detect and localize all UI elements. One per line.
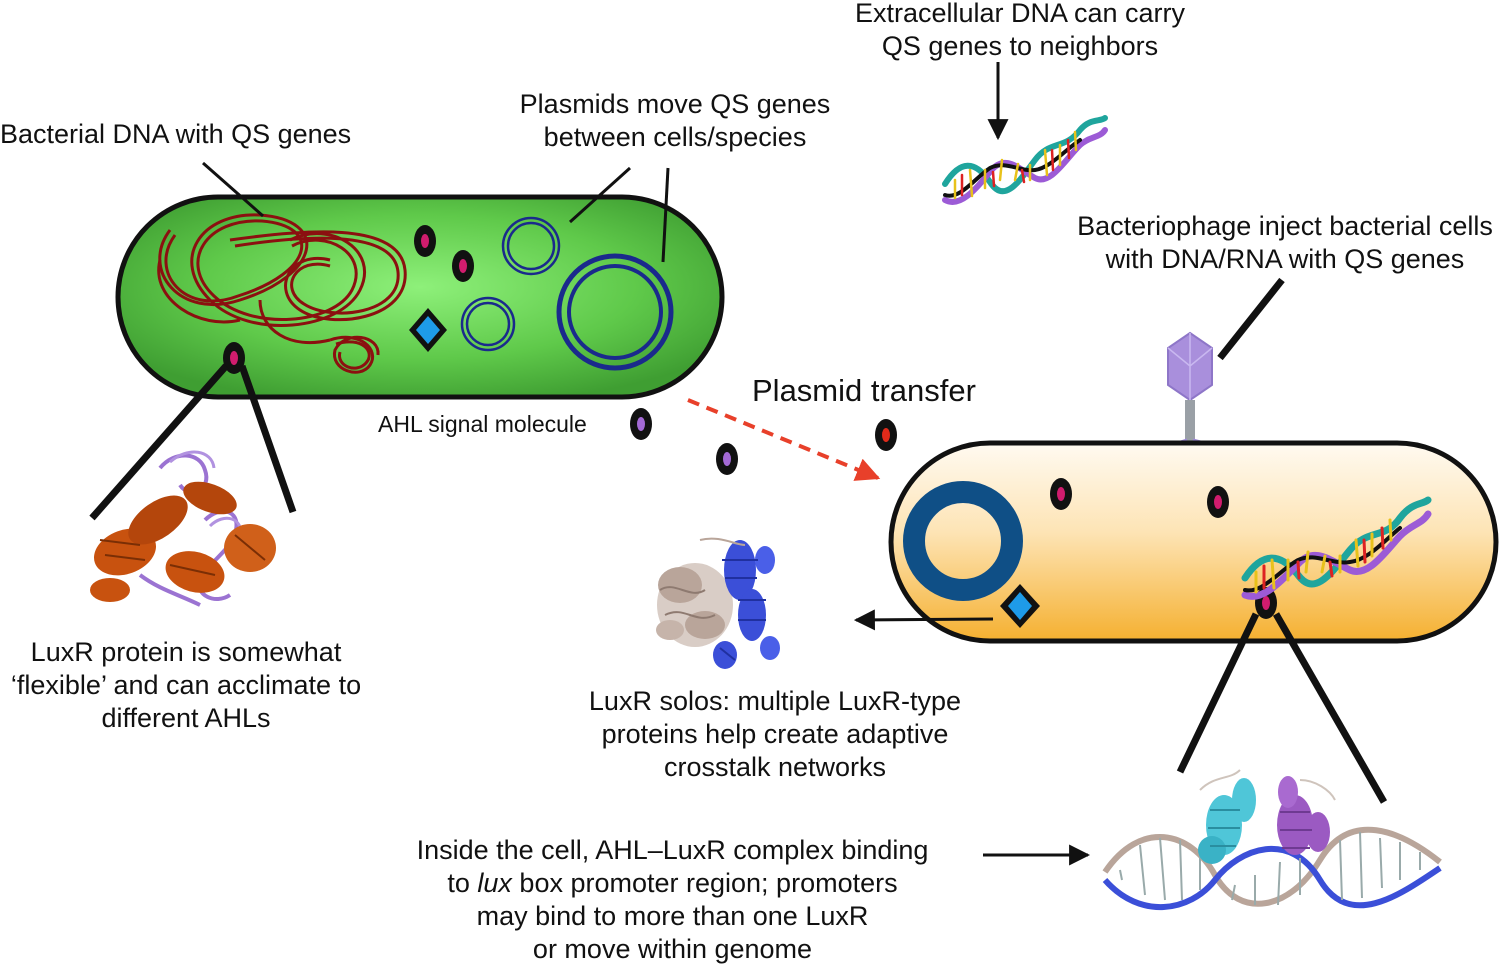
signal-molecule-icon [223, 342, 245, 374]
bacteriophage-line-1: Bacteriophage inject bacterial cells [1077, 211, 1493, 241]
inside-cell-line-2-post: box promoter region; promoters [511, 867, 898, 898]
luxr-flexible-line-1: LuxR protein is somewhat [30, 637, 342, 667]
signal-molecule-icon [1207, 486, 1229, 518]
bacteriophage-line-2: with DNA/RNA with QS genes [1105, 243, 1465, 274]
plasmids-label: Plasmids move QS genes between cells/spe… [495, 88, 855, 154]
plasmid-icon [501, 216, 561, 276]
bacterial-dna-label: Bacterial DNA with QS genes [0, 118, 400, 151]
luxr-flexible-line-3: different AHLs [101, 702, 271, 733]
luxr-solos-line-1: LuxR solos: multiple LuxR-type [588, 686, 962, 716]
inside-cell-label: Inside the cell, AHL–LuxR complex bindin… [395, 834, 950, 966]
signal-molecule-icon [716, 443, 738, 475]
ahl-diamond-icon [409, 308, 447, 352]
luxr-flexible-line-2: ‘flexible’ and can acclimate to [10, 669, 362, 700]
protein-dna-complex-icon [1102, 769, 1442, 911]
ahl-diamond-icon [1000, 584, 1040, 628]
luxr-protein-icon [90, 450, 276, 607]
plasmid-icon [460, 296, 516, 352]
lux-italic: lux [477, 867, 512, 898]
ahl-signal-line: AHL signal molecule [378, 411, 587, 437]
bacteriophage-label: Bacteriophage inject bacterial cells wit… [1065, 210, 1500, 276]
signal-molecule-icon [875, 419, 897, 451]
dna-helix-icon [1241, 496, 1432, 600]
inside-cell-line-2-pre: to [447, 867, 478, 898]
luxr-solo-protein-icon [656, 537, 780, 669]
plasmid-transfer-label: Plasmid transfer [752, 372, 1032, 410]
signal-molecule-icon [1050, 478, 1072, 510]
inside-cell-line-1: Inside the cell, AHL–LuxR complex bindin… [416, 835, 929, 865]
signal-molecule-icon [414, 225, 436, 257]
chromosome-icon [157, 213, 407, 374]
luxr-solos-line-3: crosstalk networks [663, 751, 887, 782]
plasmid-icon [556, 253, 674, 371]
extracellular-dna-label: Extracellular DNA can carry QS genes to … [820, 0, 1220, 63]
inside-cell-line-2: to lux box promoter region; promoters [395, 867, 950, 900]
orange-bacterial-cell [888, 440, 1499, 644]
signal-molecule-icon [452, 250, 474, 282]
plasmids-line-1: Plasmids move QS genes [519, 89, 831, 119]
ahl-signal-label: AHL signal molecule [378, 410, 618, 438]
signal-molecule-icon [630, 408, 652, 440]
plasmid-transfer-line: Plasmid transfer [752, 373, 976, 408]
plasmid-icon [903, 481, 1023, 601]
plasmid-transfer-arrow [687, 398, 881, 481]
extracellular-dna-line-1: Extracellular DNA can carry [854, 0, 1186, 28]
bacterial-dna-line: Bacterial DNA with QS genes [0, 119, 352, 149]
luxr-flexible-label: LuxR protein is somewhat ‘flexible’ and … [0, 636, 372, 735]
extracellular-dna-line-2: QS genes to neighbors [881, 30, 1159, 61]
plasmids-line-2: between cells/species [543, 121, 807, 152]
luxr-solos-label: LuxR solos: multiple LuxR-type proteins … [565, 685, 985, 784]
dna-helix-icon [942, 115, 1108, 205]
luxr-solos-line-2: proteins help create adaptive [601, 718, 949, 749]
inside-cell-line-4: or move within genome [532, 933, 813, 964]
inside-cell-line-3: may bind to more than one LuxR [476, 900, 869, 931]
